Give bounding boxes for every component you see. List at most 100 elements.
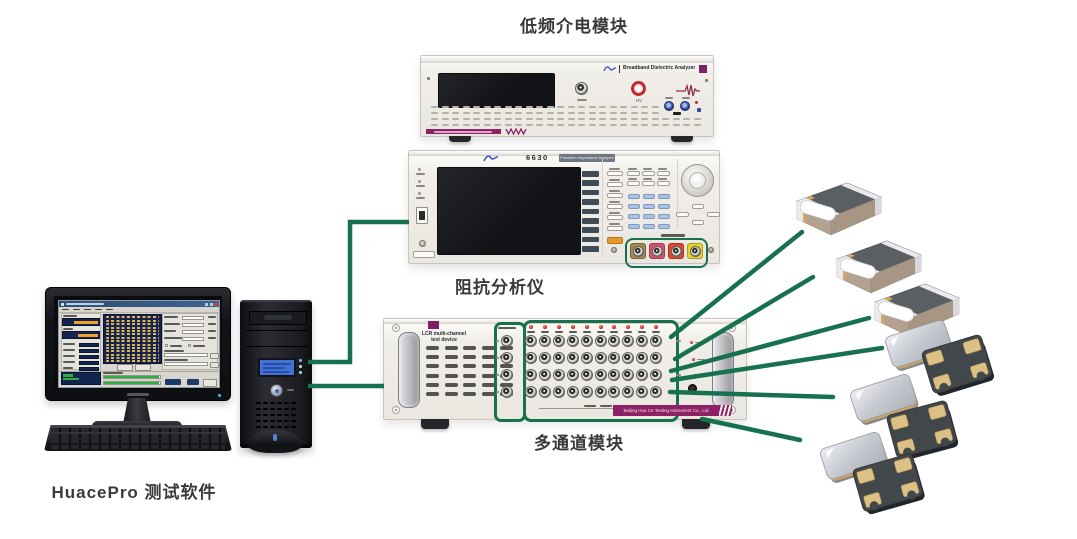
vent-slot [641,106,648,108]
vent-slot [620,124,627,126]
vent-slot [291,402,296,404]
function-key [607,204,623,209]
panel-divider [677,159,678,229]
channel-bnc [538,335,551,347]
vent-slot [683,124,690,126]
channel-label [582,331,591,333]
screw [427,77,430,80]
dielectric-analyzer: Broadband Dielectric Analyzer HV [420,55,714,142]
vent-slot [463,382,477,387]
vent-slot [483,124,491,126]
vent-slot [463,392,477,396]
vent-slot [609,112,617,114]
power-key [413,251,435,258]
table-row [106,340,159,343]
channel-bnc [538,369,551,381]
power-led [274,388,279,393]
menu-key [627,171,640,176]
company-banner: Beijing Hua Ce Testing Instrument Co., L… [613,405,719,416]
field-label [63,343,75,345]
vent-slot [494,106,501,108]
vent-slot [444,355,458,360]
hv-connector [631,81,646,96]
channel-led [598,325,603,329]
vent-slot [426,364,439,369]
panel-divider [602,159,603,257]
multichannel-module: LCR multi-channel test device Beijing Hu… [383,318,747,429]
vent-slot [284,420,289,422]
menu-key [642,171,655,176]
channel-bnc [552,352,565,364]
power-button [270,384,283,397]
drive-tray [264,315,292,320]
field-label [164,337,182,339]
brand-logo-icon [603,66,617,72]
number-key [642,194,655,199]
vent-slot [651,112,659,114]
channel-label [638,331,647,333]
vent-slot [444,382,458,387]
row-label [496,391,499,393]
row-label [496,374,499,376]
progress-fill [103,381,159,384]
key-label [609,212,620,214]
vent-slot [536,124,543,126]
vent-slot [256,414,261,416]
channel-bnc [608,369,621,381]
vent-slot [693,124,701,126]
function-key [607,171,623,176]
vent-slot [557,124,564,126]
monitor [45,287,231,401]
chassis-lid [421,56,713,63]
vent-slot [426,373,439,378]
vent-slot [494,124,501,126]
vent-slot [609,106,617,108]
vent-slot [504,124,512,126]
vent-slot [557,118,564,120]
vent-slot [444,346,458,350]
brand-text: Broadband Dielectric Analyzer [623,65,695,71]
action-button [203,379,217,387]
arrow-down-key [692,220,704,225]
vent-slot [567,112,575,114]
channel-bnc [552,369,565,381]
function-key [607,182,623,187]
vent-slot [270,414,275,416]
screw [705,79,708,82]
channel-bnc [636,369,649,381]
channel-led [529,325,533,329]
maximize-button [209,302,213,306]
vent-slot [651,106,659,108]
key-label [628,178,637,180]
channel-label [624,331,633,333]
vent-slot [481,355,495,360]
vent-slot [452,106,459,108]
mouse [248,430,302,453]
vent-slot [483,112,491,114]
reference-column-label [498,327,516,329]
vent-slot [452,124,459,126]
vent-slot [263,408,268,410]
button-label [287,389,294,391]
channel-led [570,325,575,329]
vent-slot [256,402,261,404]
value-field [79,354,99,359]
vent-slot [270,408,275,410]
vent-slot [546,106,554,108]
vent-slot [463,364,477,369]
results-table [103,314,162,364]
vent-slot [504,106,512,108]
vent-slot [444,392,458,396]
banner-text-bar [434,130,492,133]
vent-slot [630,106,638,108]
vent-slot [546,124,554,126]
www-logo [505,128,527,135]
arrow-right-key [707,212,720,217]
rule-label [600,405,612,407]
channel-bnc [650,352,663,364]
usb-slot [419,211,425,220]
indicator-blue [697,108,701,112]
channel-bnc [594,335,607,347]
led-label [416,197,425,199]
readout-label [63,328,73,330]
